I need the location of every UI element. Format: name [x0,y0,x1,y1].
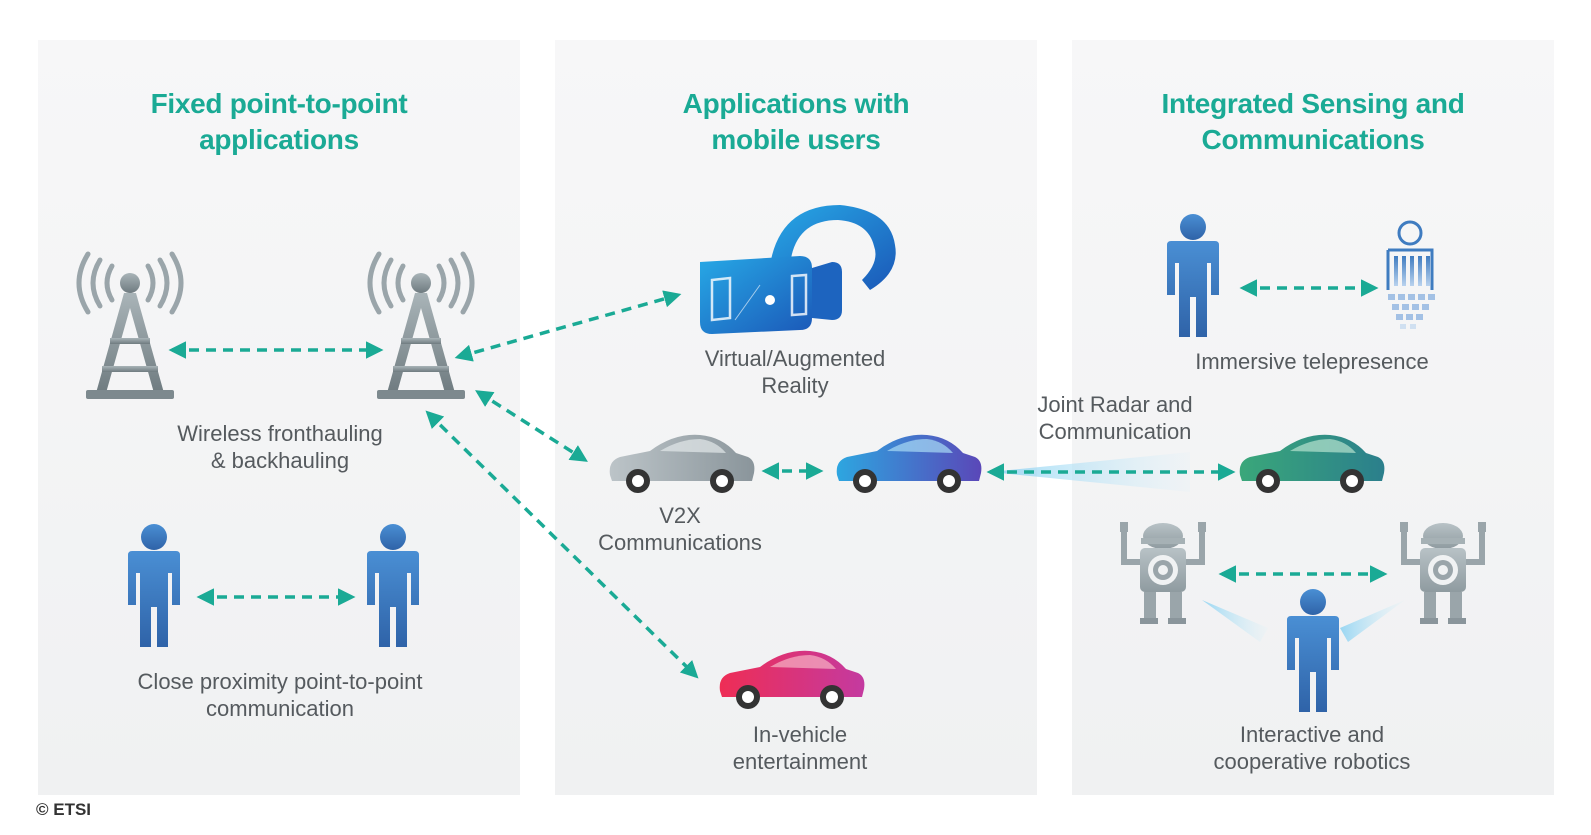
robot-icon-right [1400,522,1486,624]
label-fronthaul-line2: & backhauling [210,448,350,473]
title-fixed-line1: Fixed point-to-point [150,88,408,119]
car-icon-red [719,650,865,709]
label-invehicle-line2: entertainment [732,749,868,774]
label-v2x-line1: V2X [659,503,701,528]
label-invehicle-line1: In-vehicle [752,722,848,747]
link-arrow-invehicle [425,410,699,679]
hologram-person-icon [1386,220,1435,329]
antenna-tower-icon-right [370,254,472,399]
label-fronthaul: Wireless fronthauling & backhauling [140,420,420,474]
sensing-beam-right [1340,600,1405,642]
sensing-beam-left [1202,600,1268,642]
title-sensing-line1: Integrated Sensing and [1161,88,1465,119]
robot-icon-left [1120,522,1206,624]
title-sensing-line2: Communications [1201,124,1425,155]
title-mobile: Applications with mobile users [555,86,1037,158]
car-icon-green [1239,434,1385,493]
title-mobile-line1: Applications with [682,88,910,119]
person-icon-robotics [1287,589,1339,712]
label-robotics: Interactive and cooperative robotics [1172,721,1452,775]
link-arrow-vr [454,290,682,362]
vr-headset-icon [700,205,896,334]
label-vr: Virtual/Augmented Reality [655,345,935,399]
label-v2x: V2X Communications [580,502,780,556]
label-proximity-line1: Close proximity point-to-point [137,669,423,694]
antenna-tower-icon-left [79,254,181,399]
title-mobile-line2: mobile users [711,124,881,155]
label-telepresence-line1: Immersive telepresence [1195,349,1429,374]
label-vr-line2: Reality [761,373,829,398]
person-icon-left [128,524,180,647]
person-icon-telepresence [1167,214,1219,337]
title-fixed: Fixed point-to-point applications [38,86,520,158]
copyright: © ETSI [36,800,92,819]
label-radar-line2: Communication [1038,419,1192,444]
label-robotics-line1: Interactive and [1239,722,1385,747]
car-icon-blue [836,434,982,493]
title-fixed-line2: applications [199,124,359,155]
title-sensing: Integrated Sensing and Communications [1072,86,1554,158]
link-arrow-v2x [475,390,588,462]
label-proximity-line2: communication [206,696,354,721]
label-robotics-line2: cooperative robotics [1213,749,1411,774]
label-invehicle: In-vehicle entertainment [690,721,910,775]
person-icon-right [367,524,419,647]
label-vr-line1: Virtual/Augmented [704,346,886,371]
label-radar-line1: Joint Radar and [1037,392,1193,417]
label-radar: Joint Radar and Communication [1000,391,1230,445]
label-fronthaul-line1: Wireless fronthauling [177,421,383,446]
label-v2x-line2: Communications [598,530,762,555]
label-telepresence: Immersive telepresence [1172,348,1452,375]
car-icon-gray [609,434,755,493]
label-proximity: Close proximity point-to-point communica… [90,668,470,722]
